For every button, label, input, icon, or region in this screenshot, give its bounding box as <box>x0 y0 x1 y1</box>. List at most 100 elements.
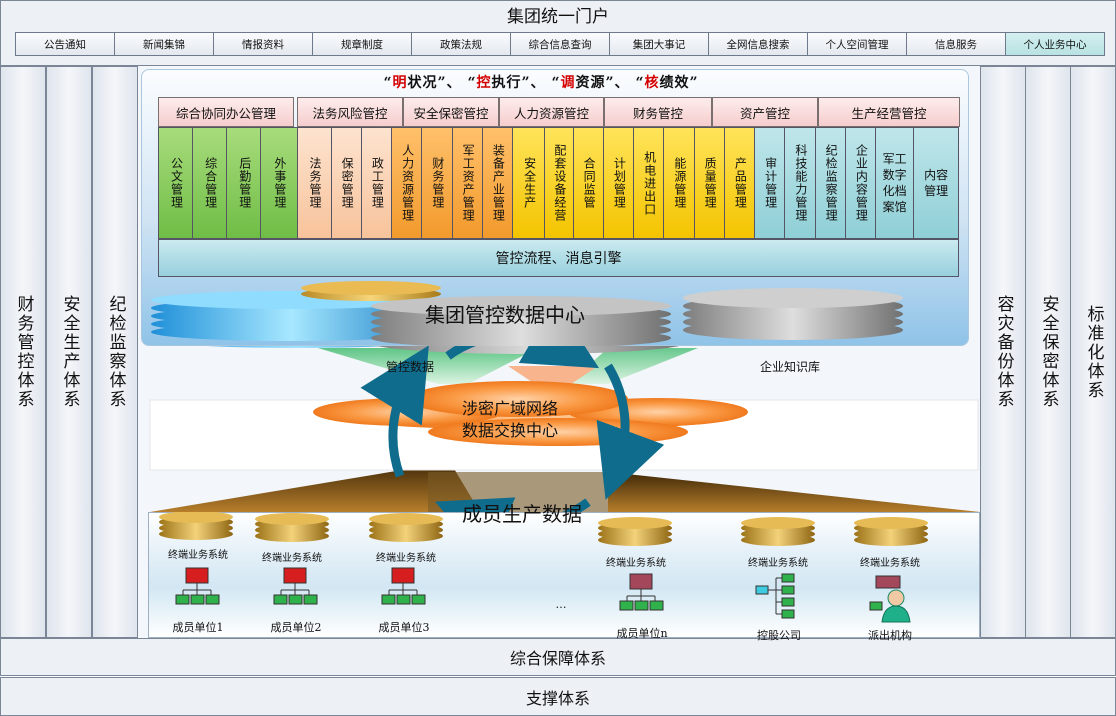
hub-disk-gray-right <box>683 288 903 340</box>
side-security-system: 安全保密体系 <box>1025 66 1071 638</box>
module-grid: 公文管理综合管理后勤管理外事管理法务管理保密管理政工管理人力资源管理财务管理军工… <box>158 127 959 239</box>
dispatched-agency-user-icon <box>869 575 911 623</box>
portal-nav: 公告通知新闻集锦情报资料规章制度政策法规综合信息查询集团大事记全网信息搜索个人空… <box>15 32 1105 56</box>
nav-item-5[interactable]: 综合信息查询 <box>511 33 610 55</box>
module-label: 纪检监察管理 <box>824 144 839 222</box>
module-label: 装备产业管理 <box>491 144 506 222</box>
side-label: 安全保密体系 <box>1038 295 1059 409</box>
terminal-db-4 <box>598 517 672 546</box>
member-unit-n: 成员单位n <box>616 627 668 640</box>
slogan-keyword: 调 <box>560 75 576 91</box>
holding-company: 控股公司 <box>757 629 801 642</box>
module-label: 产品管理 <box>733 157 748 209</box>
module-label: 政工管理 <box>370 157 385 209</box>
module-label: 审计管理 <box>763 157 778 209</box>
guarantee-system: 综合保障体系 <box>0 638 1116 676</box>
terminal-label: 终端业务系统 <box>262 553 322 564</box>
terminal-label: 终端业务系统 <box>606 558 666 569</box>
org-chart-icon <box>273 567 318 605</box>
category-production-operation: 生产经营管控 <box>818 97 960 127</box>
funnel-center <box>508 366 598 386</box>
module-1: 综合管理 <box>193 128 228 238</box>
module-9: 军工资产管理 <box>452 128 483 238</box>
dispatched-agency: 派出机构 <box>868 629 912 642</box>
nav-item-9[interactable]: 信息服务 <box>907 33 1006 55</box>
category-finance: 财务管控 <box>604 97 712 127</box>
module-0: 公文管理 <box>159 128 194 238</box>
module-label: 综合管理 <box>203 157 218 209</box>
exchange-center-label: 涉密广域网络 数据交换中心 <box>440 398 580 442</box>
module-label: 公文管理 <box>169 157 184 209</box>
nav-item-10[interactable]: 个人业务中心 <box>1006 33 1104 55</box>
nav-item-7[interactable]: 全网信息搜索 <box>709 33 808 55</box>
module-label: 计划管理 <box>612 157 627 209</box>
nav-item-6[interactable]: 集团大事记 <box>610 33 709 55</box>
side-label: 标准化体系 <box>1083 304 1104 400</box>
nav-item-4[interactable]: 政策法规 <box>412 33 511 55</box>
member-data-title: 成员生产数据 <box>462 502 582 526</box>
module-label: 军工数字化档案馆 <box>882 151 907 215</box>
terminal-db-3 <box>369 513 443 542</box>
terminal-db-2 <box>255 513 329 542</box>
module-24: 内容管理 <box>914 128 959 238</box>
module-label: 财务管理 <box>430 157 445 209</box>
nav-item-8[interactable]: 个人空间管理 <box>808 33 907 55</box>
module-8: 财务管理 <box>422 128 453 238</box>
module-13: 合同监管 <box>573 128 604 238</box>
terminal-db-1 <box>159 512 233 540</box>
slogan-text: 状况”、 <box>407 75 462 91</box>
nav-item-0[interactable]: 公告通知 <box>16 33 115 55</box>
side-label: 纪检监察体系 <box>105 295 126 409</box>
terminal-label: 终端业务系统 <box>860 558 920 569</box>
side-label: 安全生产体系 <box>59 295 80 409</box>
ellipsis: … <box>555 598 567 611</box>
side-safety-production-system: 安全生产体系 <box>46 66 92 638</box>
module-label: 安全生产 <box>522 157 537 209</box>
module-label: 配套设备经营 <box>552 144 567 222</box>
module-2: 后勤管理 <box>227 128 262 238</box>
module-17: 质量管理 <box>694 128 725 238</box>
slogan-text: “ <box>467 75 477 91</box>
side-financial-system: 财务管控体系 <box>0 66 46 638</box>
category-office-collaboration: 综合协同办公管理 <box>158 97 294 127</box>
category-human-resources: 人力资源管控 <box>499 97 604 127</box>
portal-title: 集团统一门户 <box>507 7 609 27</box>
module-label: 外事管理 <box>272 157 287 209</box>
module-5: 保密管理 <box>331 128 362 238</box>
member-unit-2: 成员单位2 <box>270 621 322 634</box>
slogan-text: “ <box>551 75 561 91</box>
module-18: 产品管理 <box>724 128 756 238</box>
slogan-keyword: 明 <box>392 75 408 91</box>
nav-item-3[interactable]: 规章制度 <box>313 33 412 55</box>
module-label: 质量管理 <box>703 157 718 209</box>
exchange-line: 数据交换中心 <box>461 421 558 440</box>
nav-item-2[interactable]: 情报资料 <box>214 33 313 55</box>
module-19: 审计管理 <box>755 128 786 238</box>
module-label: 内容管理 <box>924 167 949 198</box>
nav-item-1[interactable]: 新闻集锦 <box>115 33 214 55</box>
module-10: 装备产业管理 <box>482 128 514 238</box>
module-label: 能源管理 <box>672 157 687 209</box>
control-data-label: 管控数据 <box>386 360 435 374</box>
terminal-label: 终端业务系统 <box>168 550 228 561</box>
module-label: 企业内容管理 <box>854 144 869 222</box>
module-15: 机电进出口 <box>634 128 665 238</box>
module-21: 纪检监察管理 <box>815 128 846 238</box>
terminal-db-5 <box>741 517 815 546</box>
module-23: 军工数字化档案馆 <box>876 128 915 238</box>
holding-company-tree-icon <box>755 573 795 619</box>
slogan-keyword: 核 <box>644 75 660 91</box>
module-20: 科技能力管理 <box>785 128 816 238</box>
module-4: 法务管理 <box>297 128 332 238</box>
exchange-line: 涉密广域网络 <box>461 399 558 418</box>
slogan-keyword: 控 <box>476 75 492 91</box>
module-3: 外事管理 <box>261 128 298 238</box>
module-14: 计划管理 <box>603 128 635 238</box>
module-label: 保密管理 <box>340 157 355 209</box>
org-chart-icon <box>381 567 426 605</box>
member-unit-3: 成员单位3 <box>378 621 430 634</box>
module-16: 能源管理 <box>664 128 695 238</box>
category-legal-risk: 法务风险管控 <box>297 97 403 127</box>
side-discipline-system: 纪检监察体系 <box>92 66 138 638</box>
module-label: 后勤管理 <box>237 157 252 209</box>
